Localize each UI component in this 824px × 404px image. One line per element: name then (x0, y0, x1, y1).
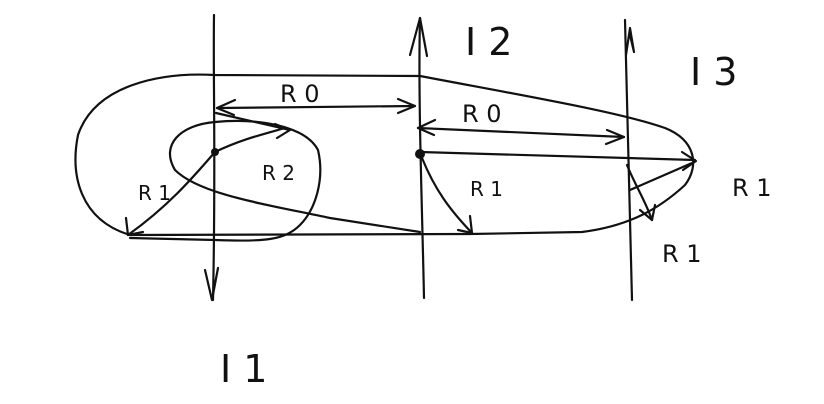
r1-left-arrow (126, 150, 217, 237)
r0-arrow-b (416, 118, 626, 146)
label-r1-mid: R 1 (470, 177, 503, 201)
r2-left-curve (213, 126, 287, 154)
label-r2-left: R 2 (262, 161, 295, 185)
inner-loop-left (168, 120, 422, 234)
wire-i3 (623, 18, 636, 302)
dot-i2 (415, 149, 425, 159)
label-r1-bottom: R 1 (662, 240, 702, 268)
label-i3: I 3 (690, 50, 737, 94)
r1-right-arrow (628, 161, 694, 192)
mid-horizontal (418, 150, 697, 162)
label-r1-right: R 1 (732, 174, 772, 202)
label-r0-b: R 0 (462, 100, 502, 128)
label-i2: I 2 (465, 20, 512, 64)
r0-arrow-a (215, 97, 417, 117)
wire-i1 (203, 13, 220, 302)
label-r1-left: R 1 (138, 181, 171, 205)
label-i1: I 1 (220, 347, 267, 391)
outer-loop (74, 73, 695, 237)
r1-bottom-arrow (625, 163, 654, 222)
label-r0-a: R 0 (280, 80, 320, 108)
mid-horizontal-arrow (680, 150, 698, 172)
r1-mid-arrow (420, 156, 474, 235)
r2-left-arrow (214, 111, 292, 132)
